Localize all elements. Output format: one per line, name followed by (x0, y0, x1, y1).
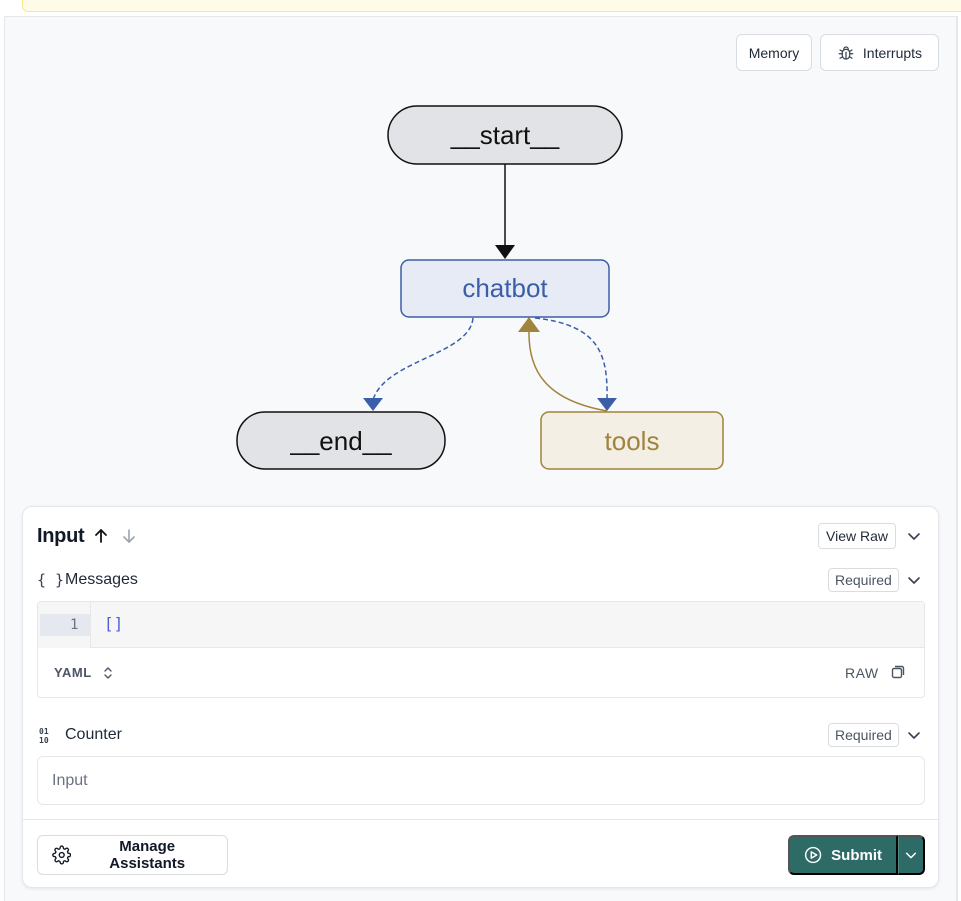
notice-banner (22, 0, 961, 12)
messages-required-badge: Required (828, 568, 899, 592)
binary-icon: 01 10 (39, 727, 49, 745)
memory-button[interactable]: Memory (736, 34, 812, 71)
format-selector[interactable]: YAML (54, 665, 92, 680)
edge-tools-chatbot-arrow (518, 317, 540, 332)
input-panel: Input View Raw { } Messages Required 1 [… (22, 506, 939, 888)
submit-label: Submit (831, 846, 882, 864)
edge-chatbot-tools (534, 317, 608, 401)
raw-label[interactable]: RAW (845, 665, 879, 681)
node-start-label: __start__ (450, 120, 560, 150)
node-end[interactable]: __end__ (236, 411, 446, 470)
chevron-down-icon[interactable] (906, 528, 922, 544)
copy-icon[interactable] (890, 664, 906, 680)
svg-text:01: 01 (39, 727, 49, 736)
manage-assistants-label: Manage Assistants (109, 838, 186, 872)
submit-group: Submit (788, 835, 925, 875)
messages-editor[interactable]: 1 [] YAML RAW (37, 601, 925, 698)
svg-text:10: 10 (39, 736, 49, 745)
graph-diagram: __start__ chatbot __end__ tools (236, 105, 724, 470)
manage-assistants-button[interactable]: Manage Assistants (37, 835, 228, 875)
node-tools[interactable]: tools (540, 411, 724, 470)
edge-tools-chatbot (528, 329, 608, 412)
node-start[interactable]: __start__ (387, 105, 623, 165)
code-area[interactable]: 1 [] (38, 602, 924, 648)
chevron-down-icon[interactable] (906, 727, 922, 743)
node-end-label: __end__ (289, 426, 392, 456)
code-text[interactable]: [] (104, 614, 124, 633)
play-circle-icon (804, 846, 822, 864)
chevron-down-icon (905, 852, 917, 859)
arrow-down-icon[interactable] (119, 526, 139, 546)
messages-label: Messages (65, 571, 138, 588)
counter-label: Counter (65, 726, 122, 743)
input-title: Input (37, 525, 85, 547)
edge-chatbot-tools-arrow (597, 398, 617, 411)
counter-required-badge: Required (828, 723, 899, 747)
braces-icon: { } (37, 571, 65, 589)
edge-chatbot-end-arrow (363, 398, 383, 411)
view-raw-button[interactable]: View Raw (818, 523, 896, 549)
line-gutter: 1 (38, 602, 91, 648)
footer-divider (23, 819, 938, 820)
side-divider (957, 16, 961, 901)
bug-icon (838, 45, 854, 60)
node-chatbot-label: chatbot (462, 273, 548, 303)
format-label: YAML (54, 665, 92, 680)
arrow-up-icon[interactable] (91, 526, 111, 546)
edge-chatbot-end (372, 317, 474, 401)
node-chatbot[interactable]: chatbot (400, 259, 610, 318)
memory-button-label: Memory (748, 44, 800, 61)
interrupts-button[interactable]: Interrupts (820, 34, 939, 71)
chevron-down-icon[interactable] (906, 572, 922, 588)
active-line-highlight (40, 614, 90, 636)
chevron-up-down-icon[interactable] (102, 665, 114, 681)
line-number: 1 (70, 617, 79, 633)
edge-start-chatbot-arrow (495, 245, 515, 259)
submit-options-button[interactable] (898, 835, 925, 875)
gear-icon (52, 845, 72, 865)
submit-button[interactable]: Submit (788, 835, 898, 875)
counter-input[interactable] (37, 756, 925, 805)
node-tools-label: tools (605, 426, 660, 456)
interrupts-button-label: Interrupts (862, 44, 923, 61)
